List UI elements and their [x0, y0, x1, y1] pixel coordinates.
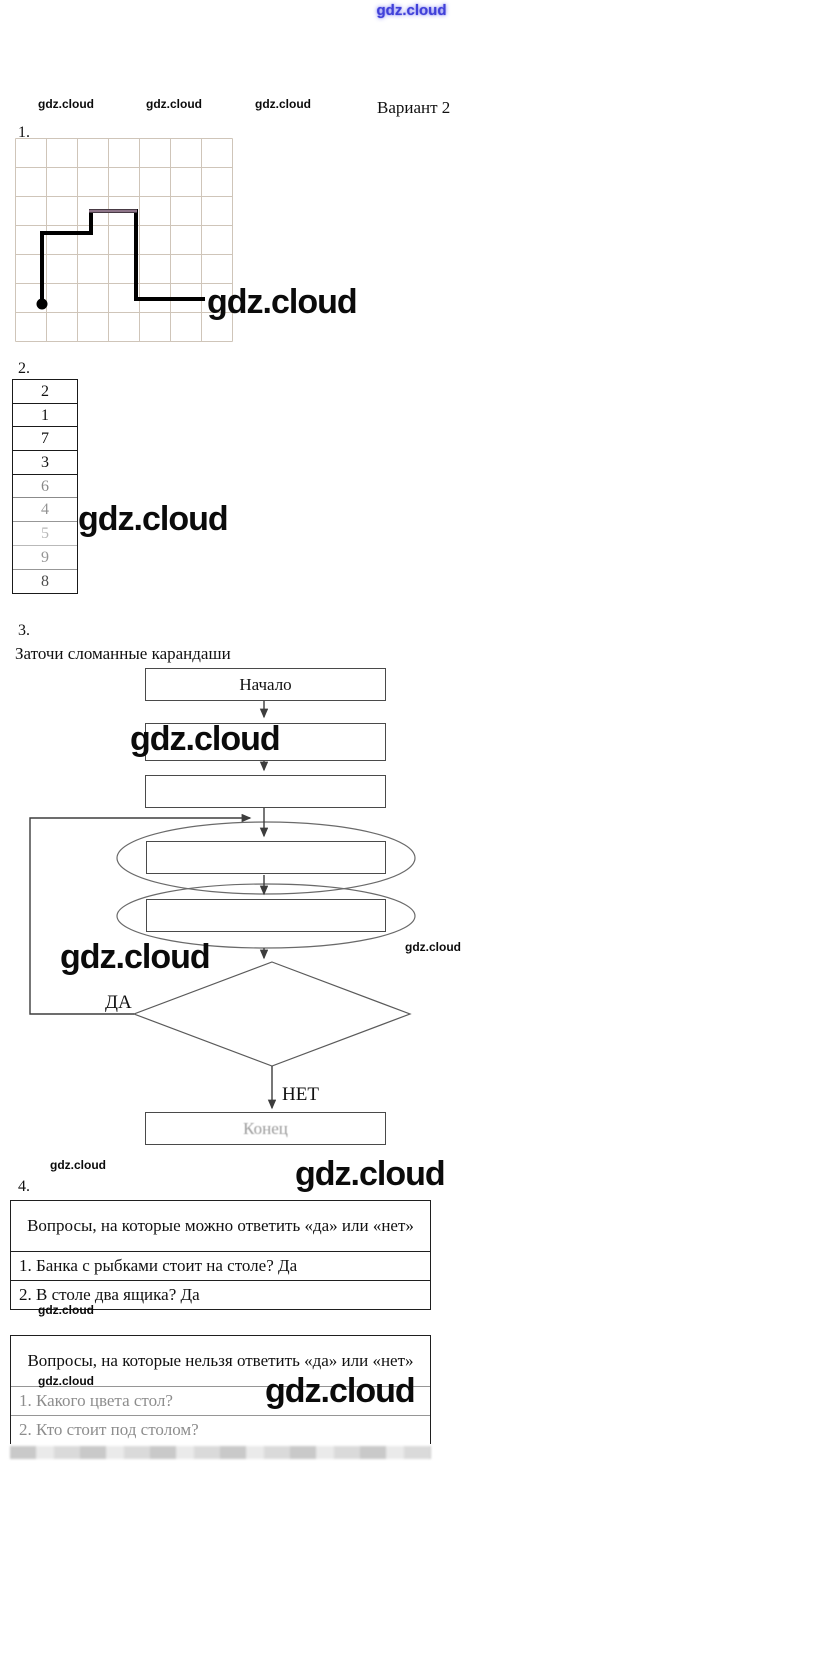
table-header: Вопросы, на которые нельзя ответить «да»… [27, 1351, 414, 1370]
section2-label: 2. [18, 360, 30, 377]
watermark-large: gdz.cloud [295, 1155, 446, 1193]
watermark-small: gdz.cloud [255, 97, 311, 111]
watermark-small: gdz.cloud [146, 97, 202, 111]
flow-ellipse-2 [116, 883, 416, 949]
unanswerable-questions-table: Вопросы, на которые нельзя ответить «да»… [10, 1335, 431, 1444]
flow-process-box-1 [146, 841, 386, 874]
table-cell: 1 [13, 404, 77, 428]
flow-start-box: Начало [145, 668, 386, 701]
table-cell: 5 [13, 522, 77, 546]
flow-feedback-loop [29, 813, 252, 1015]
watermark-large: gdz.cloud [78, 500, 229, 538]
yes-branch-label: ДА [105, 992, 132, 1013]
grid-lines [15, 138, 233, 342]
table-cell: 4 [13, 498, 77, 523]
flow-step-box-2 [145, 775, 386, 808]
watermark-large: gdz.cloud [130, 720, 281, 758]
table-row: 2. В столе два ящика? Да [11, 1280, 430, 1309]
start-point-dot [36, 298, 48, 310]
table-cell: 2 [13, 380, 77, 404]
table-row: 1. Какого цвета стол? [11, 1386, 430, 1415]
watermark-small: gdz.cloud [405, 940, 461, 954]
answers-column-table: 2 1 7 3 6 4 5 9 8 [12, 379, 78, 595]
table-row: 2. Кто стоит под столом? [11, 1415, 430, 1444]
watermark-top: gdz.cloud [376, 2, 447, 19]
table-row: 1. Банка с рыбками стоит на столе? Да [11, 1251, 430, 1280]
watermark-small: gdz.cloud [38, 97, 94, 111]
section3-label: 3. [18, 622, 30, 639]
watermark-small: gdz.cloud [38, 1374, 94, 1388]
table-cell: 7 [13, 427, 77, 452]
variant-title: Вариант 2 [377, 98, 451, 117]
table-cell: 9 [13, 546, 77, 570]
scan-artifact-strip [10, 1446, 431, 1459]
flow-step-box-1 [145, 723, 386, 761]
grid-drawing [15, 138, 233, 342]
watermark-large: gdz.cloud [60, 938, 211, 976]
answerable-questions-table: Вопросы, на которые можно ответить «да» … [10, 1200, 431, 1310]
section1-label: 1. [18, 124, 30, 141]
table-cell: 8 [41, 572, 49, 590]
flow-process-box-2 [146, 899, 386, 932]
watermark-large: gdz.cloud [265, 1372, 416, 1410]
watermark-small: gdz.cloud [38, 1303, 94, 1317]
flow-start-label: Начало [239, 674, 292, 694]
flowchart-connectors [29, 701, 416, 1110]
flow-decision-diamond [132, 961, 412, 1067]
table-header: Вопросы, на которые можно ответить «да» … [27, 1216, 414, 1235]
table-cell: 3 [13, 451, 77, 475]
watermark-small: gdz.cloud [50, 1158, 106, 1172]
no-branch-label: НЕТ [282, 1084, 319, 1105]
section4-label: 4. [18, 1178, 30, 1195]
table-cell: 6 [13, 475, 77, 499]
task3-title: Заточи сломанные карандаши [15, 644, 231, 663]
watermark-large: gdz.cloud [207, 283, 358, 321]
flow-end-box: Конец [145, 1112, 386, 1145]
flow-end-label: Конец [243, 1118, 288, 1138]
